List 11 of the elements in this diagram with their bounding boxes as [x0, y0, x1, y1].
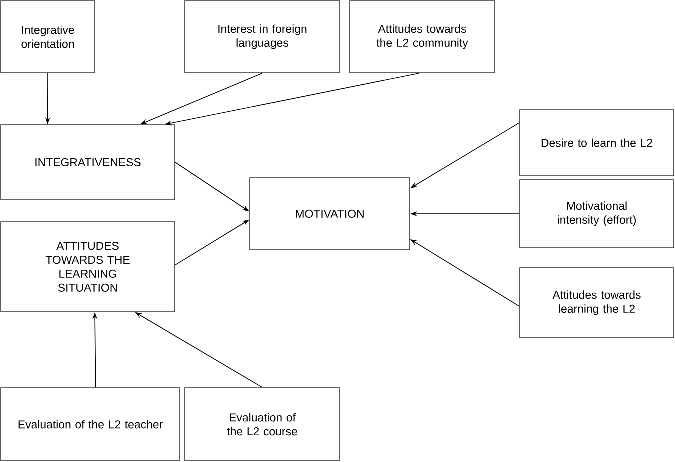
- text-box: Motivational intensity (effort): [520, 180, 674, 248]
- text-box: ATTITUDES TOWARDS THE LEARNING SITUATION: [0, 222, 176, 312]
- text-box: Evaluation of the L2 teacher: [0, 388, 180, 462]
- text-box: MOTIVATION: [250, 178, 410, 250]
- text-box: Desire to learn the L2: [520, 110, 674, 176]
- text-box: Interest in foreign languages: [184, 0, 340, 74]
- text-box: INTEGRATIVENESS: [0, 124, 176, 200]
- text-box: Attitudes towards learning the L2: [520, 268, 674, 338]
- text-box: Attitudes towards the L2 community: [350, 0, 496, 74]
- text-box: Integrative orientation: [0, 0, 96, 74]
- text-box: Evaluation of the L2 course: [184, 388, 340, 462]
